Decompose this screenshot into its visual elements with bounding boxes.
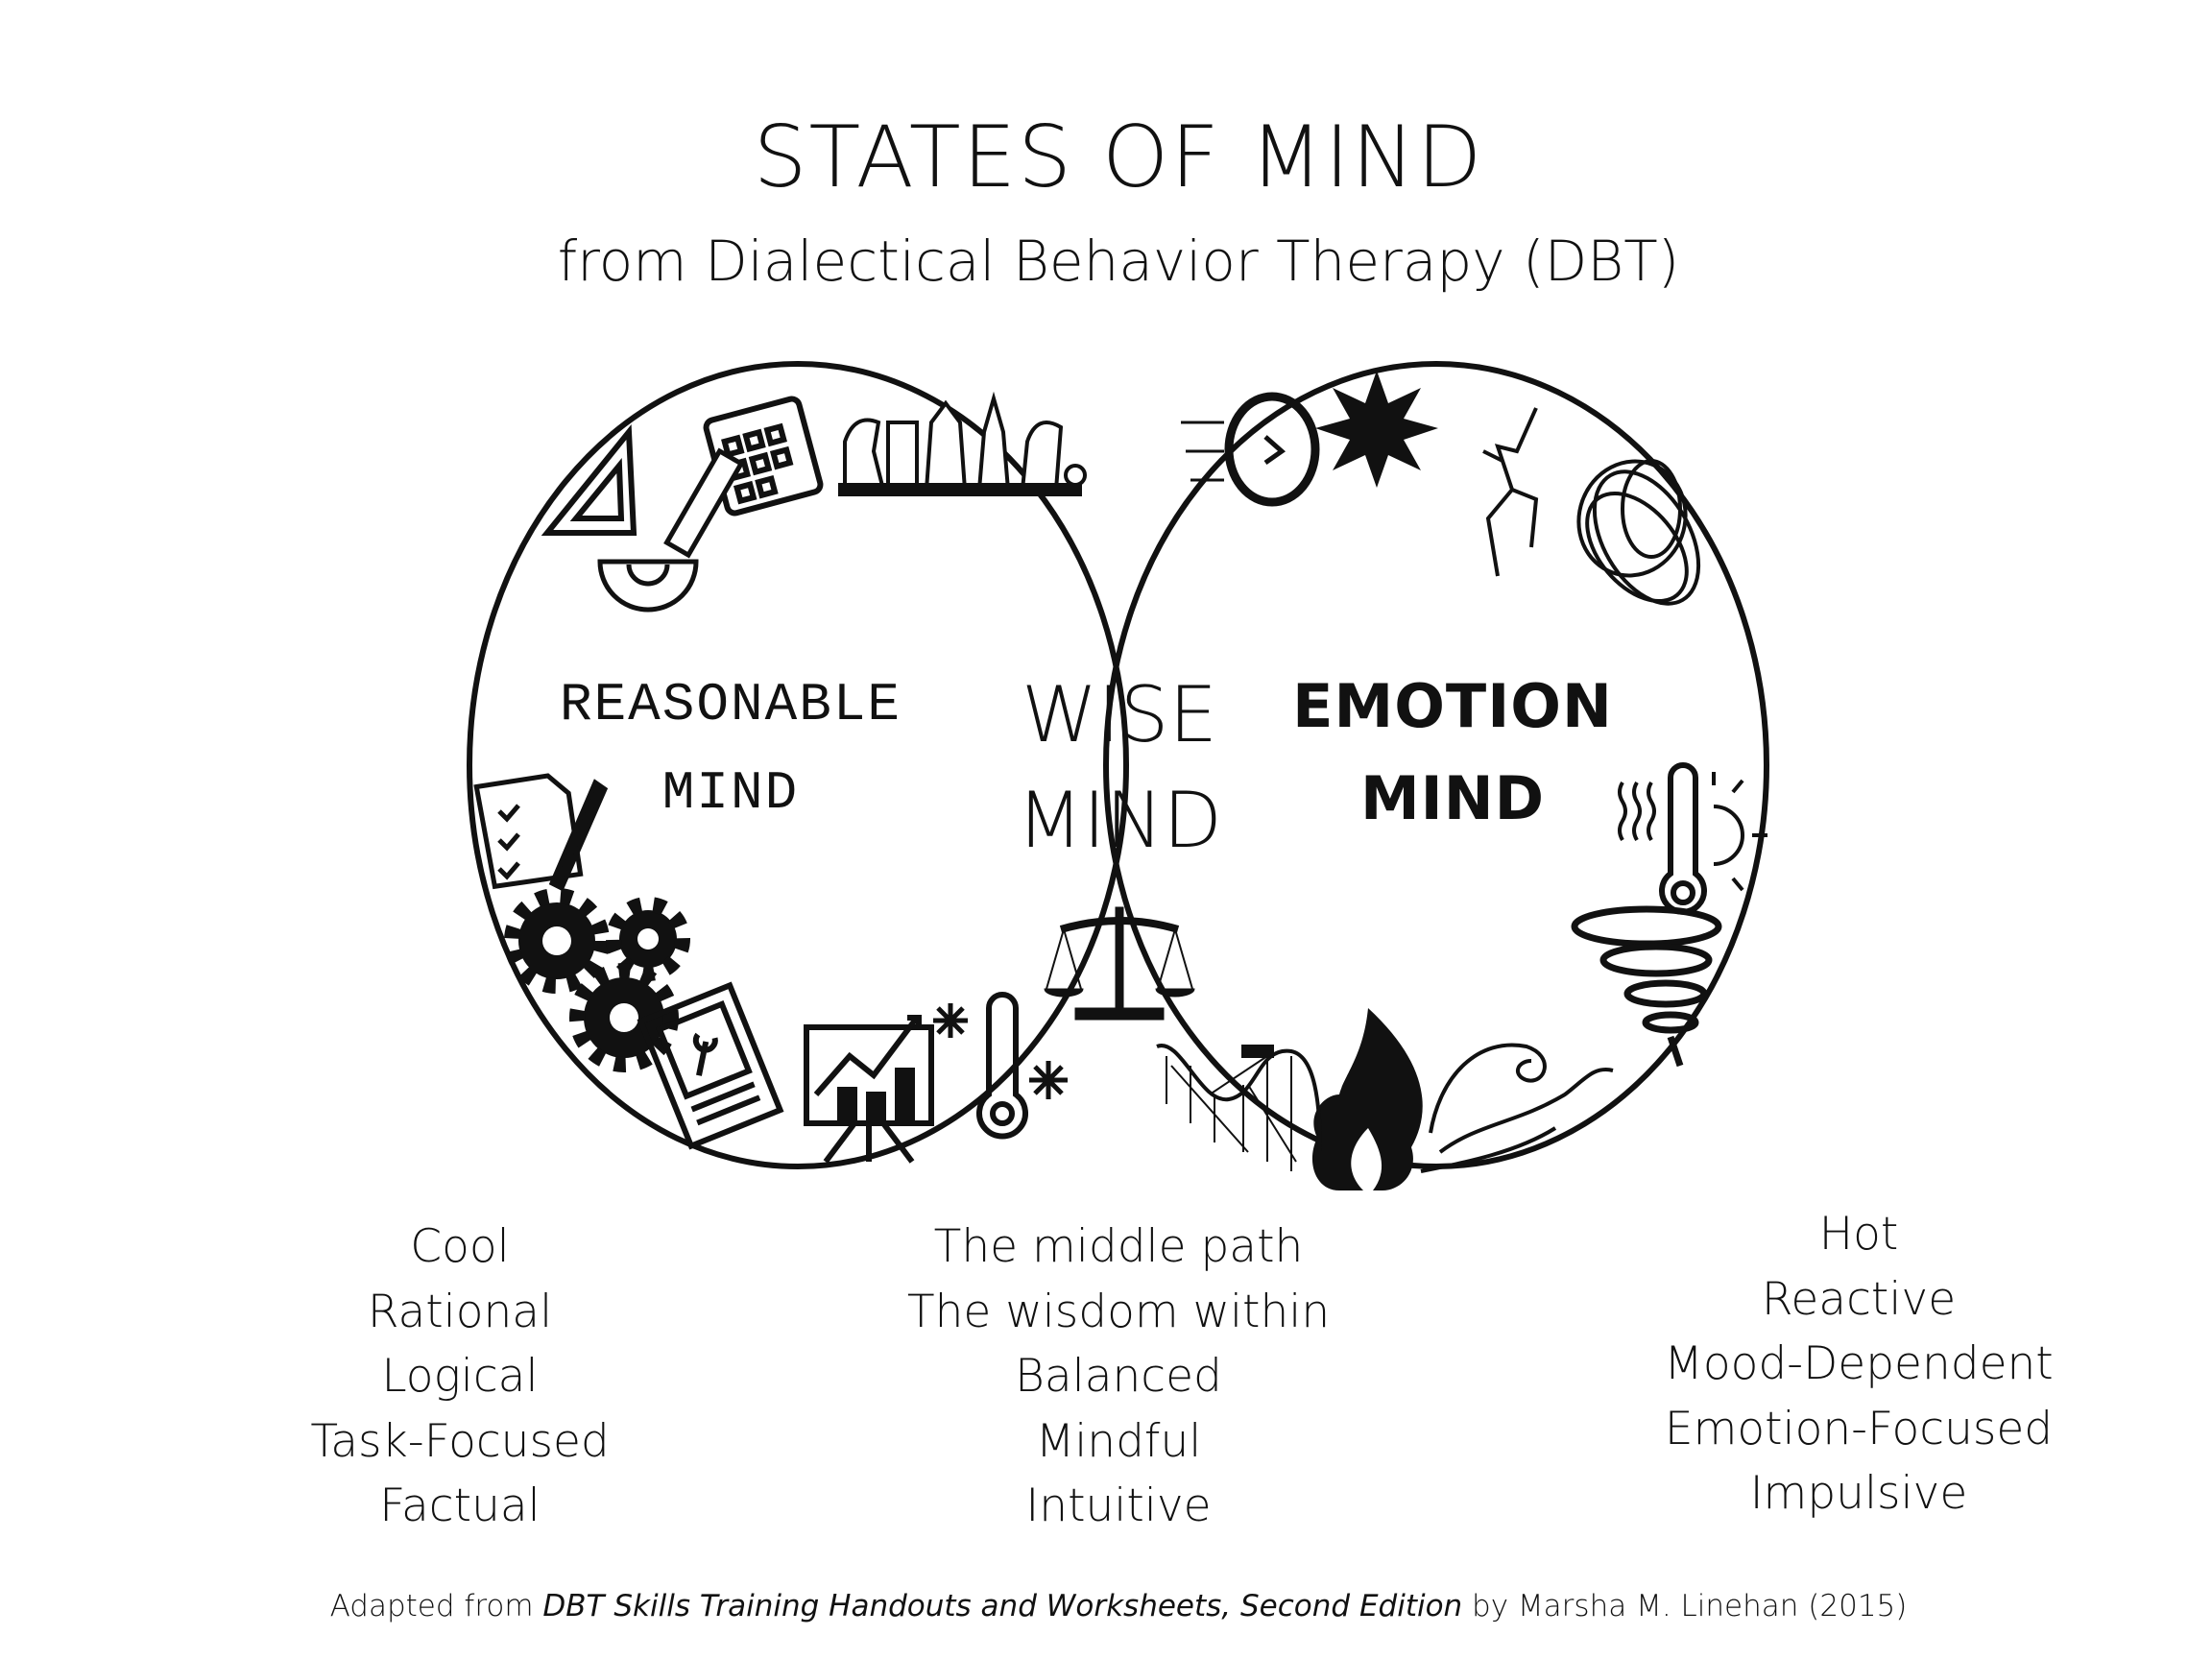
- hot-thermometer-icon: [1618, 762, 1707, 915]
- citation-footer: Adapted from DBT Skills Training Handout…: [330, 1589, 1908, 1623]
- roller-coaster-icon: [1156, 1044, 1322, 1171]
- emotion-mind-traits: Hot Reactive Mood-Dependent Emotion-Focu…: [1664, 1202, 2053, 1527]
- flame-icon: [1311, 1008, 1423, 1190]
- wise-mind-label-line2: MIND: [1016, 776, 1223, 865]
- burst-icon: [1315, 371, 1438, 488]
- trait-item: The middle path: [933, 1220, 1304, 1273]
- balance-scale-icon: [1044, 906, 1195, 1021]
- wise-mind-label: WISE MIND: [1017, 662, 1222, 874]
- snowflake-icon: [933, 1003, 1068, 1099]
- trait-item: Balanced: [1015, 1350, 1222, 1403]
- scribble-icon: [1576, 459, 1701, 606]
- trait-item: Cool: [410, 1220, 510, 1273]
- trait-item: Mood-Dependent: [1664, 1337, 2054, 1390]
- trait-item: Factual: [379, 1479, 541, 1532]
- emotion-mind-label: EMOTION MIND: [1292, 661, 1613, 845]
- reasonable-mind-label: REASONABLE MIND: [560, 661, 902, 837]
- trait-item: The wisdom within: [906, 1285, 1331, 1338]
- reasonable-mind-label-line1: REASONABLE: [559, 674, 902, 735]
- citation-suffix: by Marsha M. Linehan (2015): [1462, 1589, 1908, 1623]
- manual-book-icon: [637, 981, 784, 1150]
- lightning-icon: [1482, 407, 1539, 577]
- chart-easel-icon: [804, 1015, 934, 1164]
- reasonable-mind-circle: [467, 361, 1129, 1169]
- trait-item: Rational: [367, 1285, 553, 1338]
- tornado-icon: [1571, 905, 1722, 1068]
- wave-icon: [1420, 1043, 1614, 1173]
- trait-item: Task-Focused: [310, 1414, 610, 1468]
- set-square-icon: [541, 423, 637, 536]
- citation-prefix: Adapted from: [329, 1589, 543, 1623]
- citation-book-title: DBT Skills Training Handouts and Workshe…: [542, 1589, 1463, 1623]
- emotion-mind-label-line1: EMOTION: [1292, 671, 1613, 741]
- emotion-mind-label-line2: MIND: [1359, 763, 1546, 833]
- trait-item: Mindful: [1035, 1414, 1202, 1468]
- protractor-icon: [597, 559, 699, 613]
- wise-mind-label-line1: WISE: [1021, 670, 1218, 759]
- chess-pieces-icon: [838, 391, 1087, 496]
- sun-icon: [1712, 772, 1767, 892]
- gears-icon: [504, 888, 690, 1072]
- trait-item: Emotion-Focused: [1664, 1402, 2054, 1455]
- trait-item: Reactive: [1761, 1272, 1957, 1326]
- page-title: STATES OF MIND: [753, 108, 1484, 206]
- page-subtitle: from Dialectical Behavior Therapy (DBT): [557, 228, 1680, 294]
- trait-item: Impulsive: [1749, 1467, 1968, 1520]
- cold-thermometer-icon: [976, 992, 1028, 1140]
- reasonable-mind-traits: Cool Rational Logical Task-Focused Factu…: [310, 1214, 609, 1539]
- trait-item: Logical: [381, 1350, 539, 1403]
- clipboard-pencil-icon: [473, 773, 609, 892]
- trait-item: Hot: [1818, 1208, 1899, 1261]
- wise-mind-traits: The middle path The wisdom within Balanc…: [907, 1214, 1330, 1539]
- reasonable-mind-label-line2: MIND: [661, 762, 800, 824]
- ruler-icon: [663, 447, 745, 559]
- clock-icon: [1181, 392, 1320, 507]
- trait-item: Intuitive: [1025, 1479, 1212, 1532]
- calendar-icon: [703, 396, 824, 517]
